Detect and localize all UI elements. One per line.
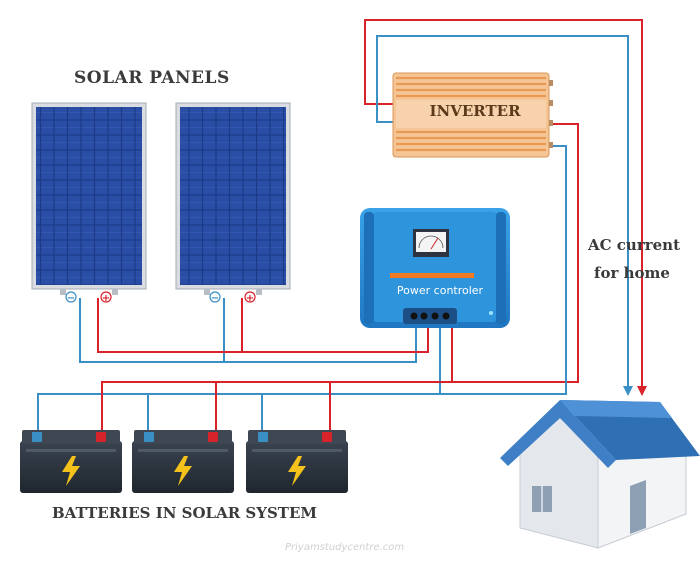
panel-terminals: − + − + xyxy=(65,291,256,304)
charge-controller-icon xyxy=(360,208,510,328)
lightning-bolt-icon xyxy=(62,456,80,486)
ac-current-label-line1: AC current xyxy=(588,236,681,254)
inverter-label: INVERTER xyxy=(429,102,521,120)
negative-terminal-label: − xyxy=(67,293,75,304)
meter-icon xyxy=(413,229,449,257)
wiring xyxy=(37,19,643,432)
inverter-ac-red-wire xyxy=(364,19,643,388)
inverter-icon xyxy=(392,72,553,158)
inverter-dc-blue-wire xyxy=(440,145,567,395)
battery-icon xyxy=(20,430,122,493)
battery-icon xyxy=(246,430,348,493)
inverter-dc-red-wire xyxy=(452,123,579,383)
negative-terminal-label: − xyxy=(211,293,219,304)
panel1-negative-wire xyxy=(79,298,417,363)
arrow-down-icon xyxy=(637,386,647,396)
solar-panels-label: SOLAR PANELS xyxy=(74,68,230,88)
panel1-positive-wire xyxy=(97,298,429,353)
lightning-bolt-icon xyxy=(288,456,306,486)
batteries-label: BATTERIES IN SOLAR SYSTEM xyxy=(52,504,317,522)
ac-current-label-line2: for home xyxy=(594,264,670,282)
inverter-ac-blue-wire xyxy=(376,35,629,388)
positive-terminal-label: + xyxy=(102,293,110,304)
lightning-bolt-icon xyxy=(174,456,192,486)
watermark-text: Priyamstudycentre.com xyxy=(285,542,405,553)
solar-panel-icon xyxy=(175,102,291,295)
controller-negative-battery-wire xyxy=(37,325,441,432)
arrow-down-icon xyxy=(623,386,633,396)
positive-terminal-label: + xyxy=(246,293,254,304)
house-icon xyxy=(500,400,700,549)
controller-positive-battery-wire xyxy=(101,325,453,432)
battery-icon xyxy=(132,430,234,493)
power-controller-label: Power controler xyxy=(396,284,484,297)
solar-panel-icon xyxy=(31,102,147,295)
